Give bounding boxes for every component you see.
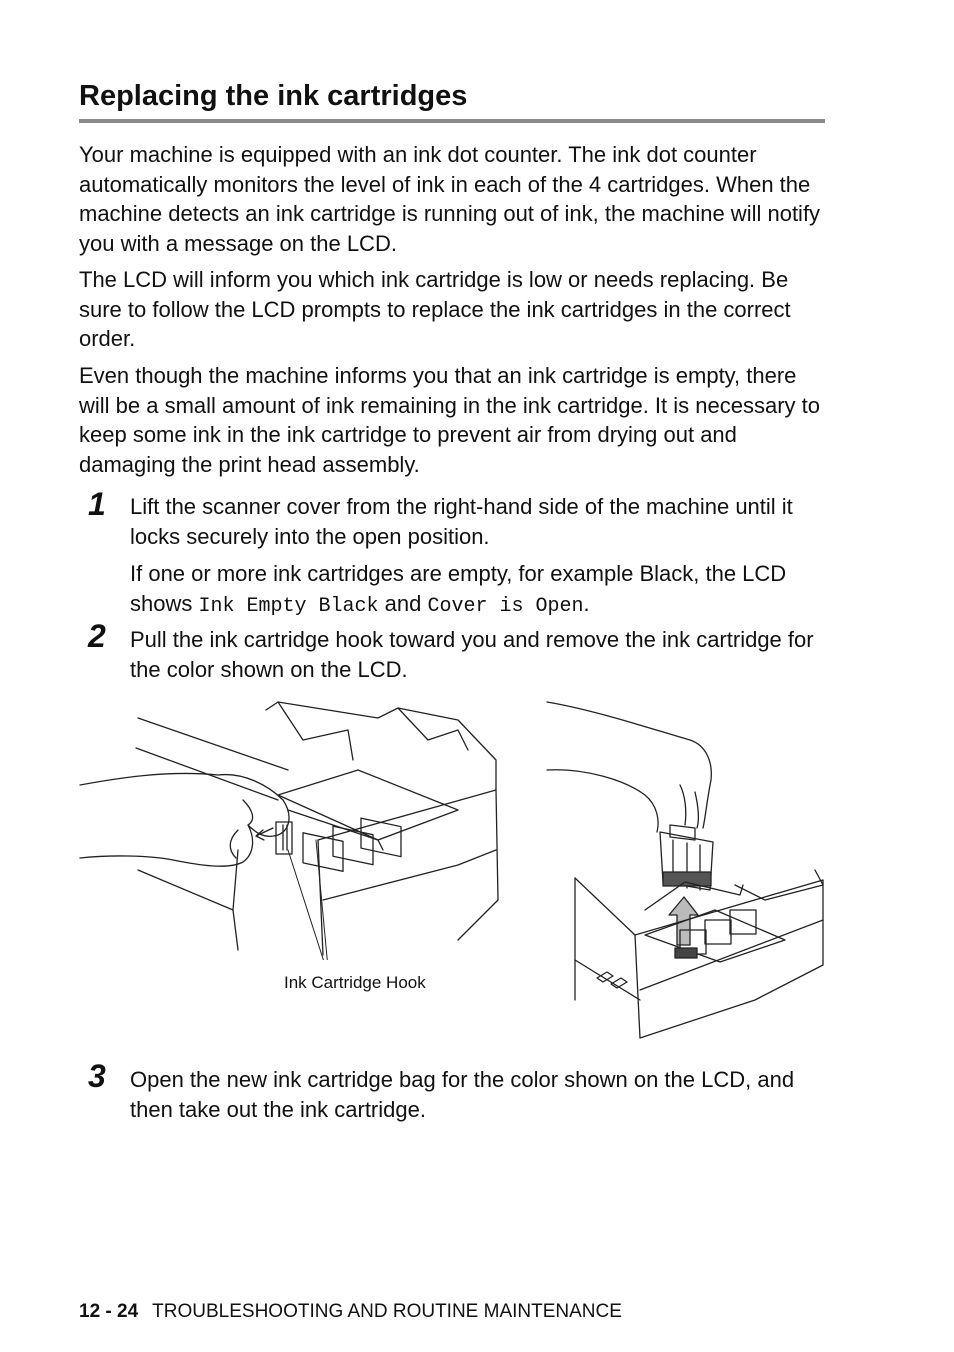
- step-1-text: Lift the scanner cover from the right-ha…: [130, 494, 793, 549]
- ink-cartridge-hook-label: Ink Cartridge Hook: [284, 973, 426, 992]
- ink-remaining-paragraph: Even though the machine informs you that…: [79, 363, 820, 477]
- step-1-note-prefix: If one or more ink cartridges are empty,…: [130, 561, 787, 616]
- cartridge-hook-illustration: [79, 701, 499, 960]
- step-2-text: Pull the ink cartridge hook toward you a…: [130, 627, 814, 682]
- page-footer: 12 - 24 TROUBLESHOOTING AND ROUTINE MAINT…: [79, 1301, 622, 1323]
- step-3-text: Open the new ink cartridge bag for the c…: [130, 1067, 795, 1122]
- step-number-3: 3: [88, 1058, 106, 1094]
- lcd-message-ink-empty: Ink Empty Black: [198, 594, 379, 618]
- step-1-note-and: and: [384, 590, 422, 616]
- step-1-note-end: .: [583, 590, 590, 616]
- page-title: Replacing the ink cartridges: [79, 80, 825, 123]
- step-number-1: 1: [88, 486, 106, 522]
- step-1-note: If one or more ink cartridges are empty,…: [130, 559, 830, 621]
- chapter-title: TROUBLESHOOTING AND ROUTINE MAINTENANCE: [152, 1301, 622, 1322]
- lcd-message-cover-open: Cover is Open: [427, 594, 584, 618]
- step-number-2: 2: [88, 618, 106, 654]
- intro-paragraph: Your machine is equipped with an ink dot…: [79, 142, 821, 256]
- page-number: 12 - 24: [79, 1301, 139, 1322]
- lcd-paragraph: The LCD will inform you which ink cartri…: [79, 267, 791, 351]
- cartridge-removal-illustration: [546, 701, 824, 1039]
